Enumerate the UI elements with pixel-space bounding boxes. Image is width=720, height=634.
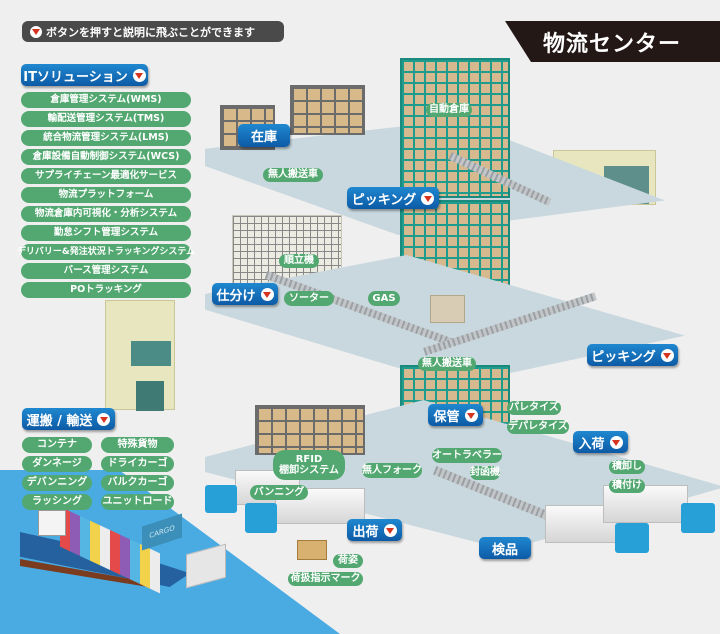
tag-case-sealer: 封函機 — [470, 466, 500, 480]
transport-label: 運搬 / 輸送 — [26, 413, 93, 429]
page-title-text: 物流センター — [543, 31, 682, 57]
it-item-wcs[interactable]: 倉庫設備自動制御システム(WCS) — [21, 149, 191, 165]
pallet-package — [297, 540, 327, 560]
chevron-down-icon — [383, 523, 397, 537]
tag-sorter: ソーター — [284, 291, 334, 306]
inventory-text: 在庫 — [250, 130, 277, 145]
transport-button[interactable]: 運搬 / 輸送 — [22, 408, 115, 430]
picking-mid-button[interactable]: ピッキング — [587, 344, 678, 366]
tag-unmanned-forklift: 無人フォーク — [362, 463, 422, 478]
tag-loading: 積付け — [609, 479, 645, 493]
shipping-button[interactable]: 出荷 — [347, 519, 402, 541]
picking-mid-text: ピッキング — [591, 349, 656, 365]
transport-bulk-cargo[interactable]: バルクカーゴ — [101, 475, 174, 491]
tag-auto-warehouse: 自動倉庫 — [426, 103, 472, 117]
it-item-wms[interactable]: 倉庫管理システム(WMS) — [21, 92, 191, 108]
it-item-lms[interactable]: 統合物流管理システム(LMS) — [21, 130, 191, 146]
tag-rfid-line1: RFID — [295, 453, 323, 465]
chevron-down-icon — [260, 287, 274, 301]
chevron-down-icon — [421, 191, 435, 205]
transport-container[interactable]: コンテナ — [22, 437, 92, 453]
rfid-inventory-rack — [255, 405, 365, 455]
inspection-label: 検品 — [479, 537, 531, 559]
office-building — [105, 300, 175, 411]
transport-lashing[interactable]: ラッシング — [22, 494, 92, 510]
chevron-down-icon — [97, 412, 111, 426]
tag-depalletize: デパレタイズ — [507, 420, 569, 434]
it-item-visualization[interactable]: 物流倉庫内可視化・分析システム — [21, 206, 191, 222]
inventory-rack-2 — [290, 85, 365, 135]
tag-unloading: 積卸し — [609, 460, 645, 474]
chevron-down-icon — [464, 408, 478, 422]
it-item-tms[interactable]: 輸配送管理システム(TMS) — [21, 111, 191, 127]
chevron-down-icon — [132, 68, 146, 82]
it-solution-button[interactable]: ITソリューション — [21, 64, 148, 86]
picking-top-text: ピッキング — [351, 192, 417, 208]
tag-vanning: バンニング — [250, 485, 308, 500]
transport-unit-load[interactable]: ユニットロード — [101, 494, 174, 510]
tag-agv-top: 無人搬送車 — [263, 168, 323, 182]
receiving-button[interactable]: 入荷 — [573, 431, 628, 453]
storage-text: 保管 — [433, 409, 460, 425]
tag-rfid-inventory: RFID 棚卸システム — [273, 450, 345, 480]
tag-palletize: パレタイズ — [507, 401, 561, 415]
inventory-label: 在庫 — [238, 124, 290, 147]
sorting-button[interactable]: 仕分け — [212, 283, 278, 305]
it-item-platform[interactable]: 物流プラットフォーム — [21, 187, 191, 203]
tag-agv-mid: 無人搬送車 — [418, 357, 476, 371]
it-item-shift[interactable]: 勤怠シフト管理システム — [21, 225, 191, 241]
transport-special-cargo[interactable]: 特殊貨物 — [101, 437, 174, 453]
hint-text: ボタンを押すと説明に飛ぶことができます — [46, 25, 255, 39]
sorting-text: 仕分け — [216, 288, 256, 304]
tag-gas: GAS — [368, 291, 400, 306]
transport-dry-cargo[interactable]: ドライカーゴ — [101, 456, 174, 472]
chevron-down-icon — [609, 435, 623, 449]
transport-dunnage[interactable]: ダンネージ — [22, 456, 92, 472]
shipping-text: 出荷 — [352, 524, 379, 540]
tag-handling-mark: 荷扱指示マーク — [288, 572, 363, 586]
inspection-text: 検品 — [491, 542, 518, 558]
transport-devanning[interactable]: デバンニング — [22, 475, 92, 491]
storage-button[interactable]: 保管 — [428, 404, 483, 426]
truck-4 — [603, 485, 720, 545]
page-title: 物流センター — [505, 21, 720, 62]
gas-station-box — [430, 295, 465, 323]
hint-banner: ボタンを押すと説明に飛ぶことができます — [22, 21, 284, 42]
chevron-down-icon — [660, 348, 674, 362]
picking-top-button[interactable]: ピッキング — [347, 187, 439, 209]
tag-rfid-line2: 棚卸システム — [279, 465, 339, 476]
it-solution-label: ITソリューション — [23, 69, 128, 85]
it-item-berth[interactable]: バース管理システム — [21, 263, 191, 279]
it-item-scm[interactable]: サプライチェーン最適化サービス — [21, 168, 191, 184]
tag-sequencer: 順立機 — [279, 254, 319, 268]
it-item-delivery-tracking[interactable]: デリバリー&発注状況トラッキングシステム — [17, 244, 195, 260]
tag-auto-labeler: オートラベラー — [432, 448, 502, 463]
it-item-po-tracking[interactable]: POトラッキング — [21, 282, 191, 298]
red-down-triangle-icon — [30, 25, 42, 38]
tag-packing-style: 荷姿 — [333, 554, 363, 568]
receiving-text: 入荷 — [578, 436, 605, 452]
